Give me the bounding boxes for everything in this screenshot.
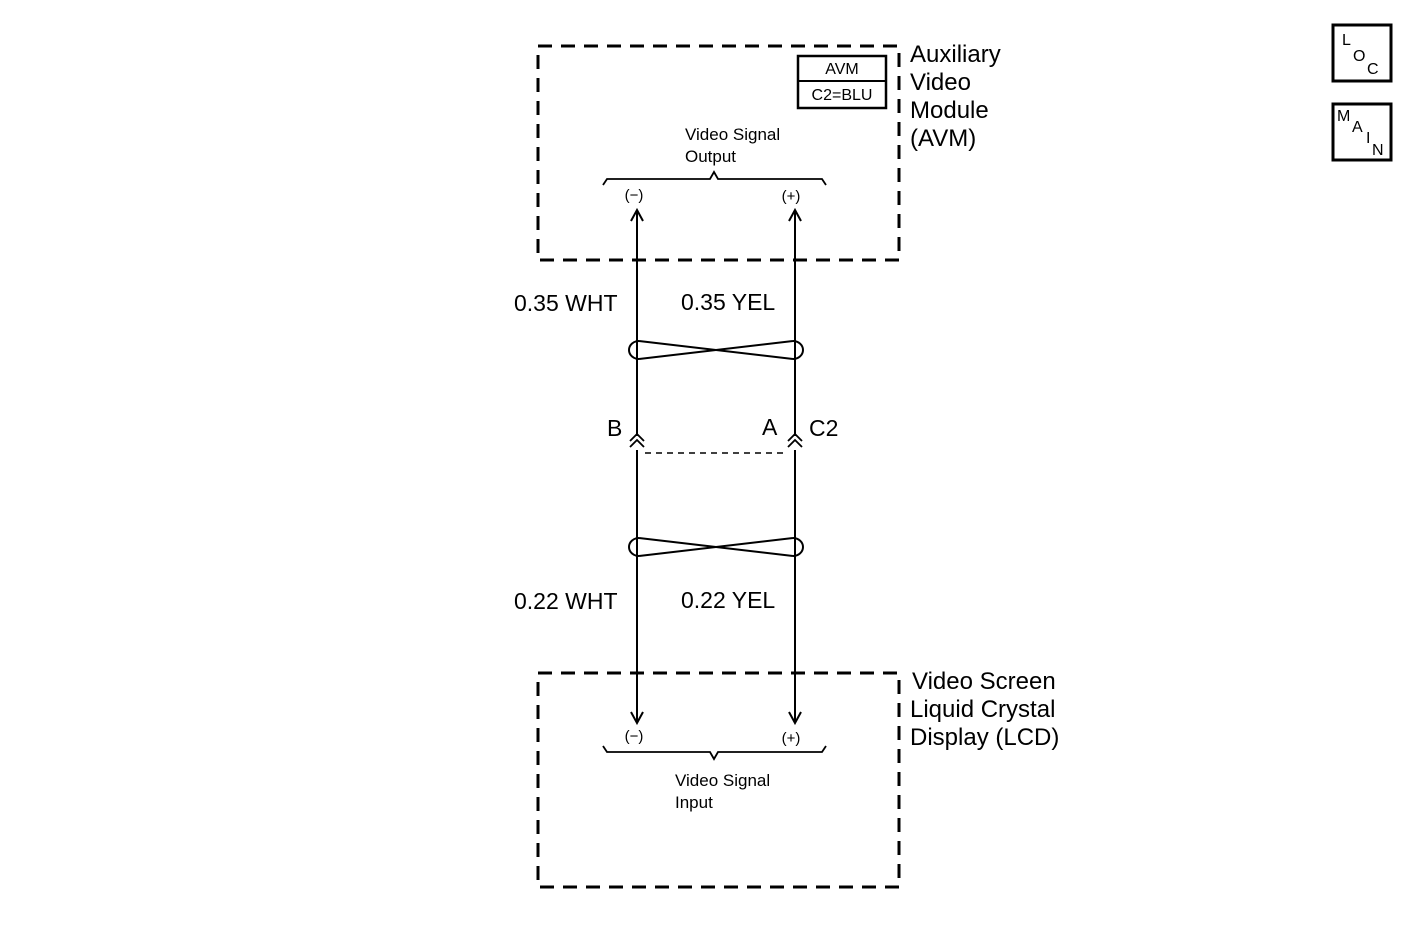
twisted-pair-lower: [628, 537, 804, 557]
connector-name: C2: [809, 415, 838, 441]
main-letter-i: I: [1366, 130, 1370, 147]
wire-upper-left-label: 0.35 WHT: [514, 290, 618, 316]
loc-letter-c: C: [1367, 61, 1379, 78]
lcd-module-outline: [536, 671, 901, 889]
avm-name-line-2: Video: [910, 69, 971, 96]
loc-letter-l: L: [1342, 32, 1351, 49]
avm-name-line-1: Auxiliary: [910, 41, 1001, 68]
wire-lower-left-label: 0.22 WHT: [514, 588, 618, 614]
avm-name-line-3: Module: [910, 97, 989, 124]
main-button[interactable]: M A I N: [1331, 102, 1393, 162]
lcd-name-line-1: Video Screen: [912, 668, 1056, 695]
avm-pin-positive: (+): [782, 188, 801, 205]
lcd-signal-label-2: Input: [675, 793, 713, 812]
twisted-pair-upper: [628, 340, 804, 360]
avm-pin-negative: (−): [625, 187, 644, 204]
lcd-pin-positive: (+): [782, 730, 801, 747]
lcd-name-line-2: Liquid Crystal: [910, 696, 1055, 723]
lcd-pin-negative: (−): [625, 728, 644, 745]
connector-c2: B A C2: [607, 414, 838, 454]
wire-yellow: [788, 207, 802, 726]
connector-pin-b: B: [607, 415, 622, 441]
lcd-signal-label-1: Video Signal: [675, 771, 770, 790]
main-letter-m: M: [1337, 108, 1350, 125]
lcd-module: (−) (+) Video Signal Input: [536, 671, 901, 889]
avm-connector-tag: AVM C2=BLU: [796, 54, 888, 110]
avm-tag-bottom: C2=BLU: [812, 87, 873, 104]
main-letter-n: N: [1372, 142, 1384, 159]
avm-signal-brace: [602, 170, 827, 186]
avm-name-line-4: (AVM): [910, 125, 976, 152]
avm-tag-top: AVM: [825, 61, 858, 78]
wire-lower-right-label: 0.22 YEL: [681, 587, 775, 613]
loc-button[interactable]: L O C: [1331, 23, 1393, 83]
avm-signal-label-2: Output: [685, 147, 736, 166]
loc-letter-o: O: [1353, 48, 1365, 65]
wire-upper-right-label: 0.35 YEL: [681, 289, 775, 315]
wire-white: [630, 207, 644, 726]
avm-module-outline: [536, 44, 901, 262]
avm-module: AVM C2=BLU Video Signal Output (−) (+): [536, 44, 901, 262]
main-letter-a: A: [1352, 119, 1363, 136]
connector-pin-a: A: [762, 414, 778, 440]
lcd-signal-brace: [602, 745, 827, 761]
lcd-name-line-3: Display (LCD): [910, 724, 1059, 751]
avm-signal-label-1: Video Signal: [685, 125, 780, 144]
